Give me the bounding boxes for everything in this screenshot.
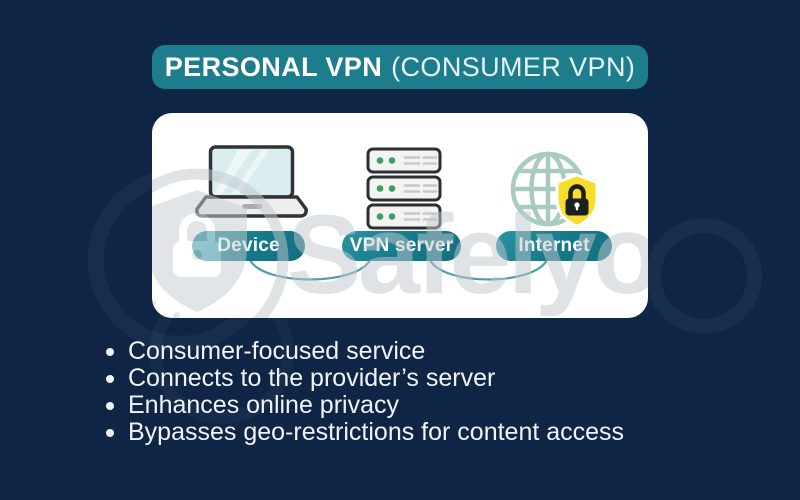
title-banner: PERSONAL VPN (CONSUMER VPN) <box>152 45 648 89</box>
node-label-vpn-server: VPN server <box>349 235 454 256</box>
diagram-card: Device VPN server Internet Sa <box>152 113 648 318</box>
laptop-icon <box>195 145 308 218</box>
feature-item: Connects to the provider’s server <box>102 365 762 392</box>
feature-list: Consumer-focused service Connects to the… <box>102 338 762 446</box>
watermark-ghost-ring-right <box>646 218 762 334</box>
feature-item: Consumer-focused service <box>102 338 762 365</box>
node-label-device: Device <box>217 235 280 256</box>
page-title: PERSONAL VPN <box>164 51 383 82</box>
feature-item: Enhances online privacy <box>102 392 762 419</box>
server-stack-icon <box>366 147 442 230</box>
node-label-internet: Internet <box>518 235 590 256</box>
lock-shield-icon <box>555 173 599 228</box>
node-pill-device: Device <box>192 231 305 261</box>
node-pill-internet: Internet <box>496 231 612 261</box>
page-subtitle: (CONSUMER VPN) <box>391 51 636 82</box>
feature-item: Bypasses geo-restrictions for content ac… <box>102 419 762 446</box>
node-pill-vpn-server: VPN server <box>342 231 461 261</box>
